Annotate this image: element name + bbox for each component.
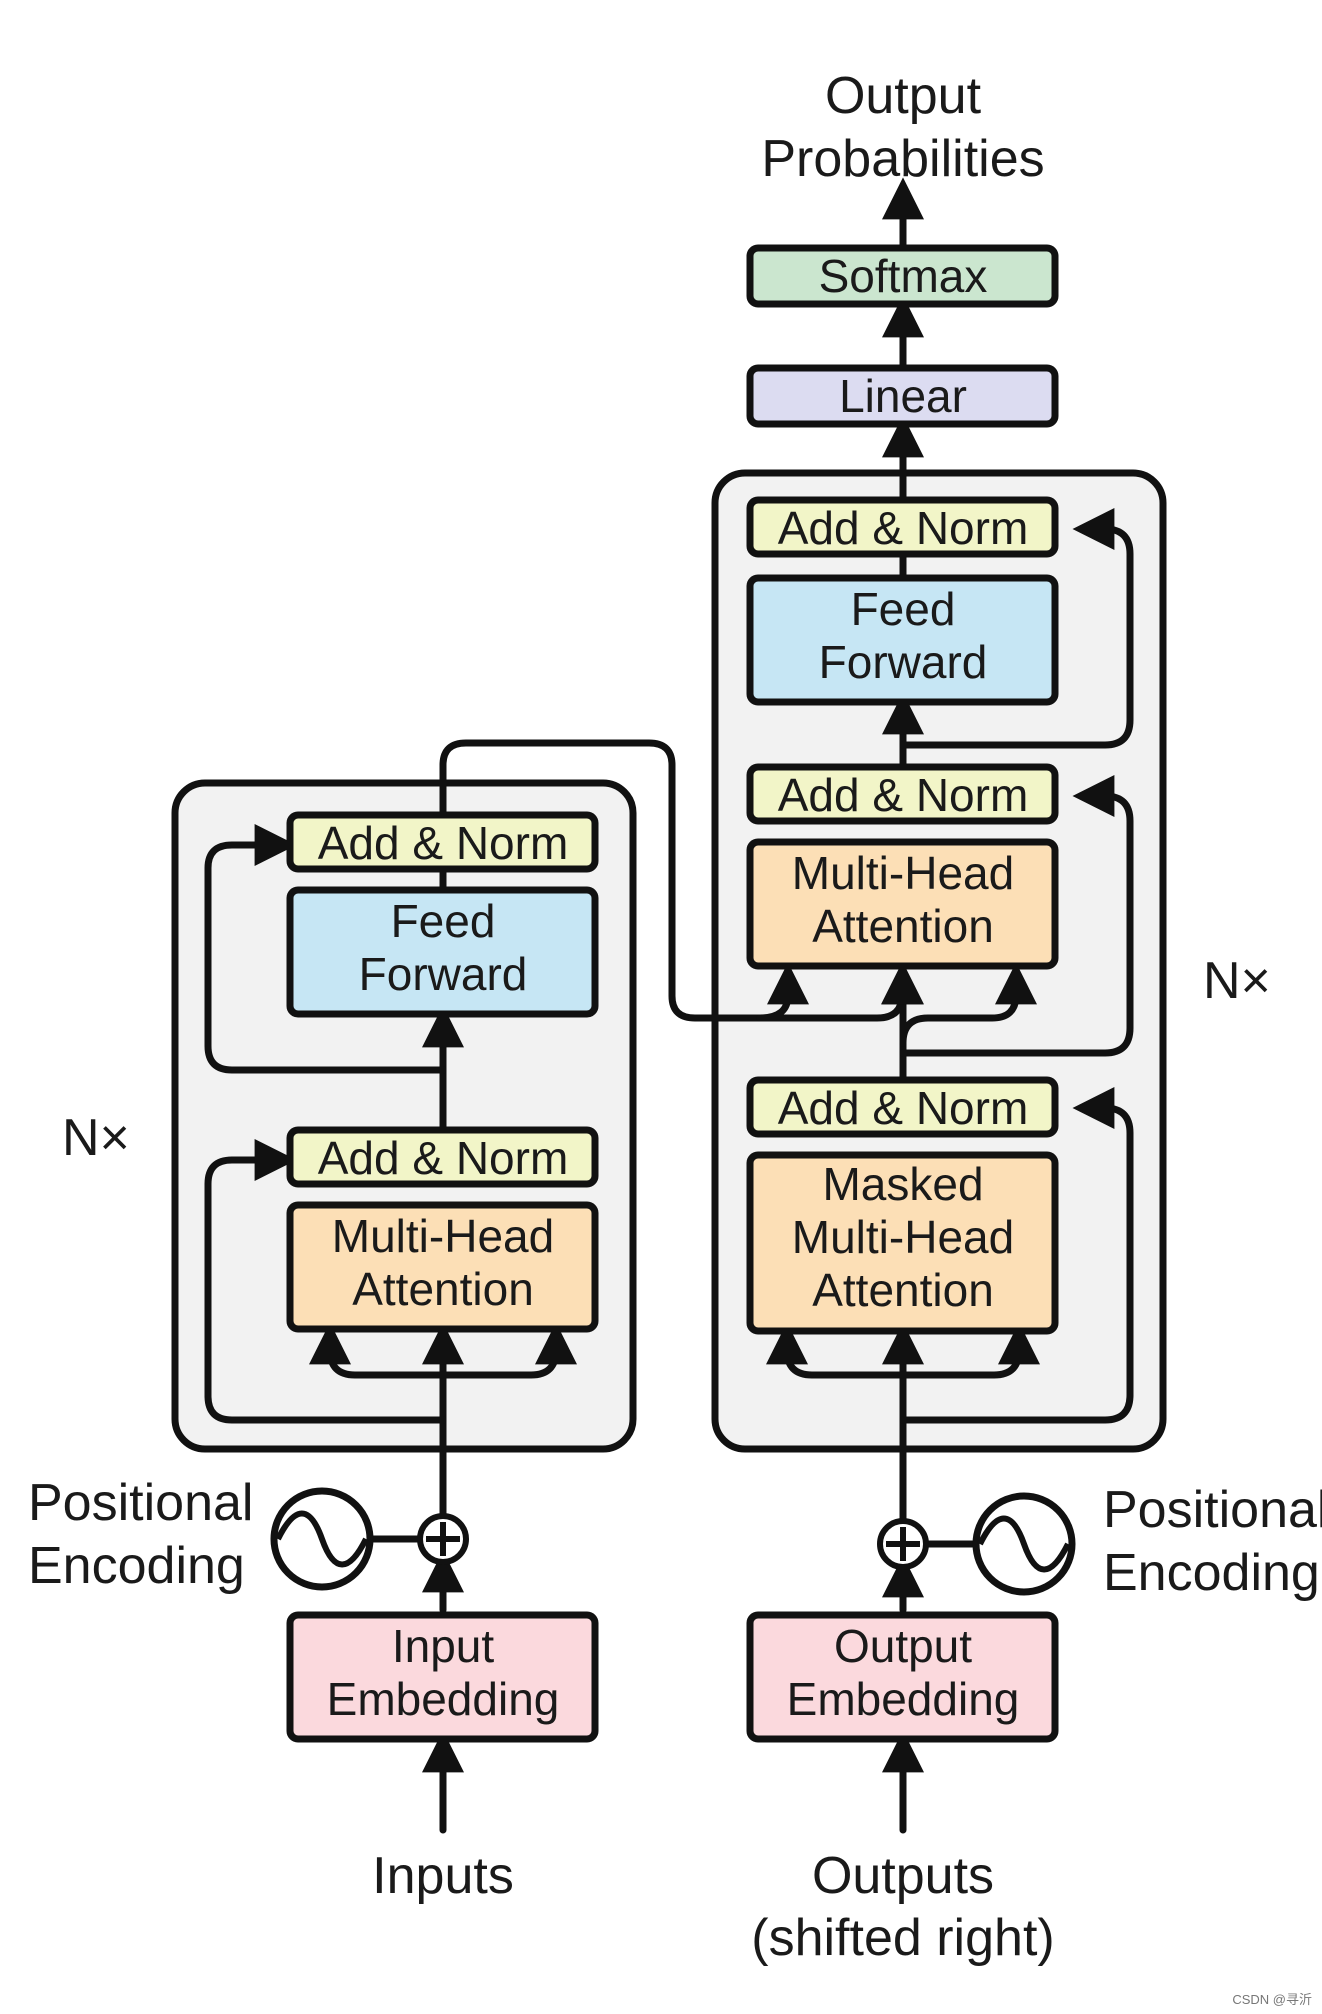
output-embedding-label-1: Output (834, 1620, 972, 1672)
encoder-input-embedding: Input Embedding (286, 1611, 599, 1743)
encoder-add-norm-top-label: Add & Norm (318, 817, 569, 869)
decoder-positional-label-2: Encoding (1103, 1544, 1320, 1602)
encoder-add-norm-bottom: Add & Norm (286, 1126, 599, 1188)
decoder-masked-label-1: Masked (822, 1158, 983, 1210)
softmax-label: Softmax (819, 250, 988, 302)
encoder-attention-label-2: Attention (352, 1263, 534, 1315)
outputs-label: Outputs (812, 1847, 994, 1905)
decoder-add-norm-mid-label: Add & Norm (778, 769, 1029, 821)
decoder-attention-label-1: Multi-Head (792, 847, 1014, 899)
encoder-multi-head-attention: Multi-Head Attention (286, 1201, 599, 1333)
output-probabilities-label-1: Output (825, 67, 982, 125)
input-embedding-label-1: Input (392, 1620, 495, 1672)
decoder-masked-label-2: Multi-Head (792, 1211, 1014, 1263)
encoder-feed-forward-label-2: Forward (359, 948, 528, 1000)
encoder-positional-label-2: Encoding (28, 1537, 245, 1595)
linear-label: Linear (839, 370, 967, 422)
input-embedding-label-2: Embedding (327, 1673, 560, 1725)
encoder-positional-encoding: Positional Encoding (28, 1474, 469, 1595)
encoder-repeat-label: N× (62, 1109, 130, 1167)
softmax-layer: Softmax (746, 244, 1059, 308)
output-probabilities-label-2: Probabilities (761, 130, 1044, 188)
decoder-positional-encoding: Positional Encoding (877, 1481, 1322, 1602)
linear-layer: Linear (746, 364, 1059, 428)
decoder-add-norm-bottom: Add & Norm (746, 1076, 1059, 1138)
decoder-multi-head-attention: Multi-Head Attention (746, 838, 1059, 970)
decoder-add-norm-mid: Add & Norm (746, 763, 1059, 825)
encoder-feed-forward: Feed Forward (286, 886, 599, 1018)
encoder-attention-label-1: Multi-Head (332, 1210, 554, 1262)
decoder-positional-label-1: Positional (1103, 1481, 1322, 1539)
decoder-feed-forward: Feed Forward (746, 574, 1059, 706)
decoder-sine-curve (977, 1515, 1071, 1573)
decoder-feed-forward-label-2: Forward (819, 636, 988, 688)
decoder-wires (766, 177, 1134, 1834)
decoder-feed-forward-label-1: Feed (851, 583, 956, 635)
encoder-stack (171, 779, 637, 1453)
decoder-repeat-label: N× (1203, 952, 1271, 1010)
output-embedding-label-2: Embedding (787, 1673, 1020, 1725)
encoder-positional-label-1: Positional (28, 1474, 253, 1532)
outputs-shifted-label: (shifted right) (751, 1909, 1054, 1967)
encoder-add-norm-top: Add & Norm (286, 811, 599, 873)
decoder-masked-label-3: Attention (812, 1264, 994, 1316)
watermark-text: CSDN @寻沂 (1232, 1992, 1312, 2007)
decoder-add-norm-top: Add & Norm (746, 496, 1059, 558)
decoder-output-embedding: Output Embedding (746, 1611, 1059, 1743)
encoder-sine-curve (275, 1510, 369, 1568)
inputs-label: Inputs (372, 1847, 514, 1905)
decoder-attention-label-2: Attention (812, 900, 994, 952)
encoder-add-norm-bottom-label: Add & Norm (318, 1132, 569, 1184)
decoder-add-norm-bottom-label: Add & Norm (778, 1082, 1029, 1134)
decoder-add-norm-top-label: Add & Norm (778, 502, 1029, 554)
encoder-feed-forward-label-1: Feed (391, 895, 496, 947)
decoder-masked-multi-head-attention: Masked Multi-Head Attention (746, 1151, 1059, 1335)
